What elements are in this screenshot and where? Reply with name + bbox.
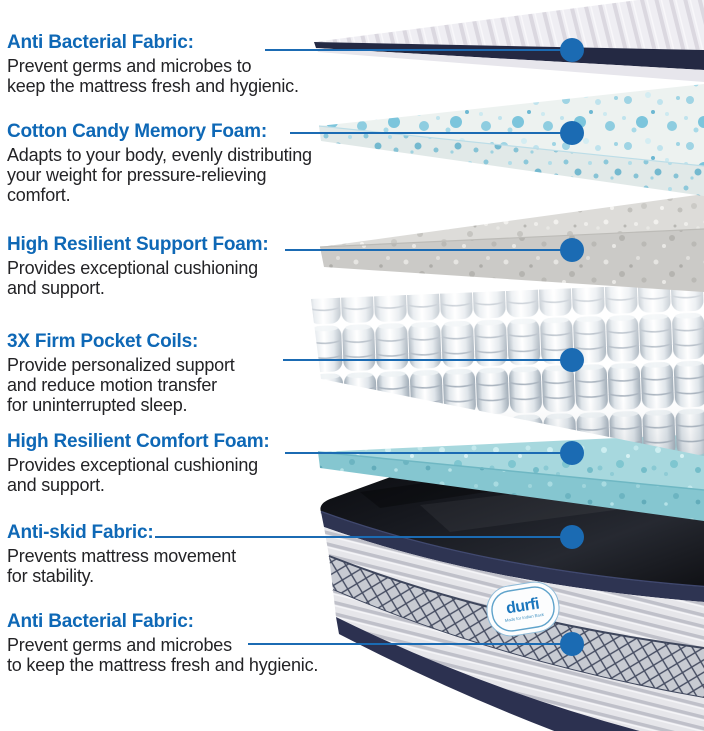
layer-title: Anti-skid Fabric: bbox=[7, 522, 154, 543]
layer-description-line: Prevent germs and microbes to bbox=[7, 56, 252, 76]
layer-description-line: and support. bbox=[7, 475, 105, 495]
memory-foam-front-face bbox=[319, 126, 704, 196]
quilted-fabric-sheet-layer bbox=[314, 0, 704, 82]
badge-inner-ring bbox=[491, 586, 555, 632]
section-high-resilient-support-foam: High Resilient Support Foam: Provides ex… bbox=[7, 234, 269, 298]
pocket-coils-layer bbox=[311, 283, 704, 456]
section-high-resilient-comfort-foam: High Resilient Comfort Foam: Provides ex… bbox=[7, 431, 270, 495]
callout-dot-2 bbox=[560, 121, 584, 145]
memory-foam-layer bbox=[318, 84, 704, 196]
layer-description-line: for stability. bbox=[7, 566, 94, 586]
fabric-sheet-top-face bbox=[314, 0, 704, 50]
callout-dot-7 bbox=[560, 632, 584, 656]
callout-dot-1 bbox=[560, 38, 584, 62]
layer-description-line: keep the mattress fresh and hygienic. bbox=[7, 76, 299, 96]
callout-dot-6 bbox=[560, 525, 584, 549]
section-anti-bacterial-fabric-top: Anti Bacterial Fabric: Prevent germs and… bbox=[7, 32, 299, 96]
comfort-foam-top-face bbox=[318, 434, 704, 490]
layer-description-line: and reduce motion transfer bbox=[7, 375, 217, 395]
brand-logo-text: durfi bbox=[505, 596, 540, 618]
layer-description-line: comfort. bbox=[7, 185, 71, 205]
comfort-foam-front-face bbox=[318, 452, 704, 521]
layer-title: High Resilient Support Foam: bbox=[7, 234, 269, 255]
section-anti-skid-fabric: Anti-skid Fabric: Prevents mattress move… bbox=[7, 522, 236, 586]
layer-description-line: Provides exceptional cushioning bbox=[7, 455, 258, 475]
layer-description-line: your weight for pressure-relieving bbox=[7, 165, 267, 185]
mattress-side-rope-band-lower bbox=[333, 590, 704, 731]
mattress-top-piping bbox=[321, 512, 704, 602]
brand-badge: durfi Made for Indian Back bbox=[486, 581, 560, 637]
badge-outline bbox=[486, 581, 560, 637]
callout-dot-4 bbox=[560, 348, 584, 372]
layer-title: Cotton Candy Memory Foam: bbox=[7, 121, 267, 142]
layer-title: Anti Bacterial Fabric: bbox=[7, 611, 194, 632]
brand-tagline-text: Made for Indian Back bbox=[504, 612, 545, 623]
section-cotton-candy-memory-foam: Cotton Candy Memory Foam: Adapts to your… bbox=[7, 121, 312, 205]
layer-title: 3X Firm Pocket Coils: bbox=[7, 331, 199, 352]
layer-description-line: and support. bbox=[7, 278, 105, 298]
mattress-base-with-anti-skid-fabric: durfi Made for Indian Back bbox=[320, 449, 704, 731]
layer-description-line: Provide personalized support bbox=[7, 355, 235, 375]
layer-description-line: Prevents mattress movement bbox=[7, 546, 236, 566]
layer-description-line: to keep the mattress fresh and hygienic. bbox=[7, 655, 319, 675]
layer-title: High Resilient Comfort Foam: bbox=[7, 431, 270, 452]
fabric-sheet-underside bbox=[316, 48, 704, 82]
callout-dot-5 bbox=[560, 441, 584, 465]
layer-description-line: Provides exceptional cushioning bbox=[7, 258, 258, 278]
support-foam-top-face bbox=[320, 194, 704, 247]
layer-description-line: Adapts to your body, evenly distributing bbox=[7, 145, 312, 165]
layer-title: Anti Bacterial Fabric: bbox=[7, 32, 194, 53]
callouts bbox=[155, 38, 584, 656]
support-foam-front-face bbox=[320, 229, 704, 292]
memory-foam-top-face bbox=[319, 84, 704, 166]
callout-dot-3 bbox=[560, 238, 584, 262]
section-3x-firm-pocket-coils: 3X Firm Pocket Coils: Provide personaliz… bbox=[7, 331, 235, 415]
layer-description-line: for uninterrupted sleep. bbox=[7, 395, 188, 415]
support-foam-edge bbox=[319, 228, 704, 248]
comfort-foam-edge bbox=[317, 451, 704, 491]
section-anti-bacterial-fabric-bottom: Anti Bacterial Fabric: Prevent germs and… bbox=[7, 611, 318, 675]
comfort-foam-layer bbox=[317, 434, 704, 521]
layer-description-line: Prevent germs and microbes bbox=[7, 635, 232, 655]
pocket-coils-shading bbox=[311, 283, 704, 456]
support-foam-layer bbox=[319, 194, 704, 292]
